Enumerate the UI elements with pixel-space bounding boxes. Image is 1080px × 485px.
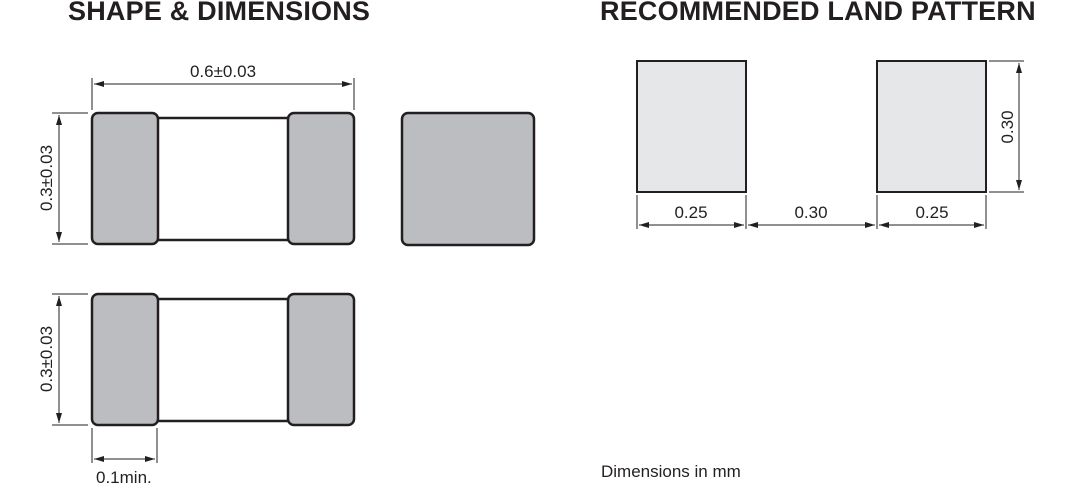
electrode-left [90,111,160,246]
height-label-top: 0.3±0.03 [37,145,56,211]
electrode-width-label: 0.1min. [96,468,152,485]
pad-height-label: 0.30 [998,110,1017,143]
pad-width-left-label: 0.25 [674,203,707,222]
land-pattern-title: RECOMMENDED LAND PATTERN [600,0,1036,26]
height-dimension-bottom [52,293,88,426]
electrode-right [286,111,356,246]
units-note: Dimensions in mm [601,462,741,481]
chip-end-view [400,111,536,247]
height-label-bottom: 0.3±0.03 [37,326,56,392]
electrode-width-dimension [91,428,158,463]
gap-label: 0.30 [794,203,827,222]
land-pad-right [876,60,987,193]
length-label: 0.6±0.03 [190,62,256,81]
chip-side-view-bottom [90,292,356,427]
land-width-dimensions [636,195,987,229]
land-pad-left [636,60,747,193]
electrode-right [286,292,356,427]
chip-body [154,297,292,423]
length-dimension [91,78,355,110]
chip-body [154,116,292,242]
electrode-left [90,292,160,427]
shape-dimensions-title: SHAPE & DIMENSIONS [68,0,371,26]
chip-side-view-top [90,111,356,246]
height-dimension-top [52,112,88,245]
pad-width-right-label: 0.25 [915,203,948,222]
land-height-dimension [989,60,1024,193]
